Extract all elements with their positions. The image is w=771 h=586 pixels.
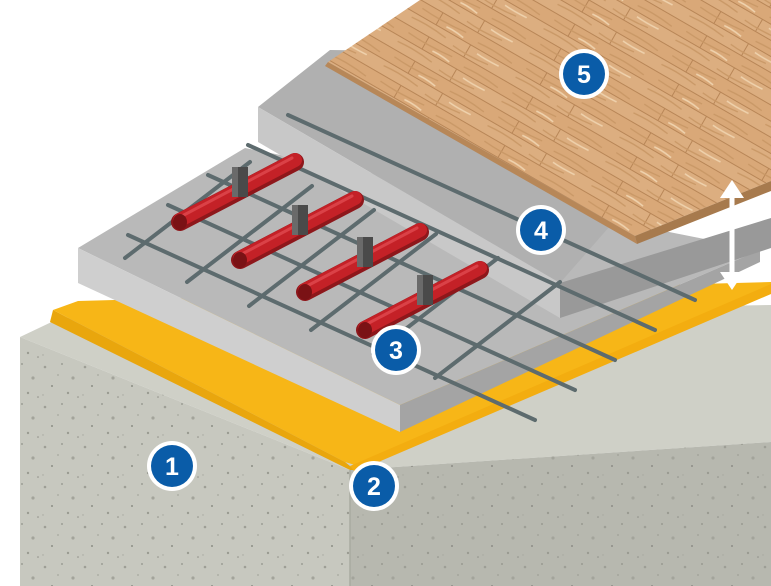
double-arrow-icon — [720, 180, 744, 290]
mesh-bar-cross — [185, 184, 314, 284]
heating-pipes — [171, 153, 489, 339]
heating-pipe — [171, 153, 304, 231]
callout-1: 1 — [147, 441, 197, 491]
mesh-bar-long — [126, 233, 537, 422]
heating-pipe — [296, 223, 429, 301]
mesh-bar-cross — [247, 208, 376, 308]
mesh-bar-long — [286, 113, 697, 302]
svg-text:4: 4 — [534, 217, 548, 245]
mesh-bar-long — [206, 173, 617, 362]
mesh-bar-cross — [433, 280, 562, 380]
callout-4: 4 — [516, 205, 566, 255]
callout-2: 2 — [349, 461, 399, 511]
callout-5: 5 — [559, 49, 609, 99]
svg-text:1: 1 — [165, 453, 179, 481]
callout-3: 3 — [371, 325, 421, 375]
mesh-bar-long — [246, 143, 657, 332]
svg-text:5: 5 — [577, 61, 591, 89]
wood-floor — [325, 0, 771, 244]
svg-text:2: 2 — [367, 473, 381, 501]
svg-text:3: 3 — [389, 337, 403, 365]
heating-pipe — [356, 261, 489, 339]
mesh-bar-long — [166, 203, 577, 392]
heating-pipe — [231, 191, 364, 269]
mesh-bar-cross — [309, 232, 438, 332]
